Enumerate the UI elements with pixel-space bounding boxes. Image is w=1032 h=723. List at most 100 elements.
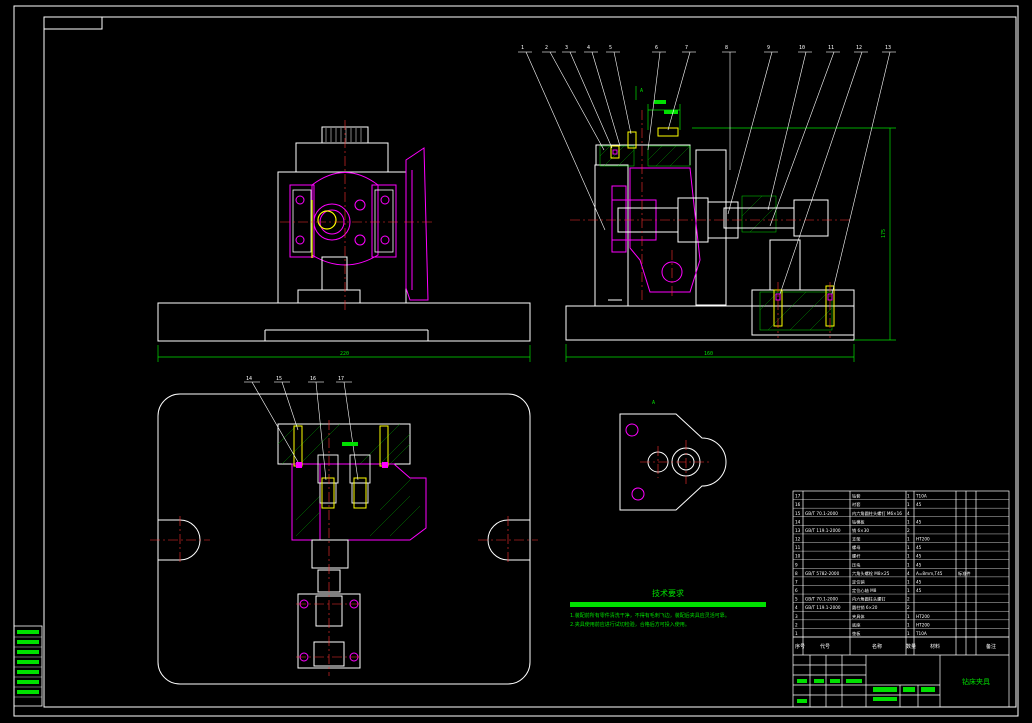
bom-cell-no: 4	[795, 605, 798, 610]
bom-cell-no: 2	[795, 622, 798, 627]
bom-cell-note: 标准件	[958, 570, 971, 577]
title-block-green-fields	[797, 679, 935, 703]
balloon-labels-top: 1 2 3 4 5 6 7 8 9 10 11 12 13	[521, 45, 891, 51]
balloon-14: 14	[246, 376, 252, 382]
bom-cell-name: 定位心轴 M8	[852, 587, 877, 594]
bom-header-name: 名称	[872, 643, 882, 650]
tech-line-2: 2.夹具使用前应进行试切检验，合格后方可投入使用。	[570, 621, 690, 628]
balloon-6: 6	[655, 45, 658, 51]
bom-cell-qty: 1	[907, 494, 910, 499]
bom-cell-name: 衬套	[852, 501, 861, 508]
side-width-dim: 160	[704, 351, 713, 357]
front-width-dim: 220	[340, 351, 349, 357]
bom-cell-qty: 1	[907, 554, 910, 559]
bom-cell-qty: 2	[907, 605, 910, 610]
side-view	[518, 51, 896, 362]
balloon-11: 11	[828, 45, 834, 51]
bom-cell-qty: 2	[907, 597, 910, 602]
bom-cell-no: 7	[795, 579, 798, 584]
bom-cell-no: 15	[795, 511, 801, 516]
balloon-16: 16	[310, 376, 316, 382]
bom-cell-mat: 45	[916, 519, 922, 524]
bom-cell-no: 9	[795, 562, 798, 567]
bom-cell-qty: 1	[907, 588, 910, 593]
bom-cell-code: GB/T 5782-2000	[805, 571, 840, 576]
bom-cell-mat: HT200	[916, 614, 930, 619]
tech-line-1: 1.装配前所有零件清洗干净，不得有毛刺飞边，装配后夹具应灵活可靠。	[570, 612, 730, 619]
balloon-10: 10	[799, 45, 805, 51]
bom-cell-qty: 1	[907, 614, 910, 619]
bom-cell-no: 3	[795, 614, 798, 619]
bom-cell-code: GB/T 70.1-2000	[805, 511, 838, 516]
bom-cell-mat: HT200	[916, 622, 930, 627]
bom-cell-qty: 1	[907, 545, 910, 550]
bom-cell-qty: 1	[907, 562, 910, 567]
left-stamp-table	[13, 625, 43, 707]
balloon-9: 9	[767, 45, 770, 51]
bom-cell-mat: 45	[916, 588, 922, 593]
bom-cell-mat: 45	[916, 562, 922, 567]
balloon-1: 1	[521, 45, 524, 51]
bom-cell-name: 六角头螺栓 M8×25	[852, 570, 890, 577]
bom-cell-no: 5	[795, 597, 798, 602]
bom-cell-name: 螺杆	[852, 553, 861, 560]
bom-cell-name: 支架	[852, 536, 860, 543]
front-view	[157, 120, 531, 362]
balloon-3: 3	[565, 45, 568, 51]
bom-cell-no: 8	[795, 571, 798, 576]
bom-cell-qty: 2	[907, 528, 910, 533]
bom-cell-mat: 45	[916, 554, 922, 559]
bom-header-no: 序号	[795, 643, 805, 650]
bom-cell-no: 16	[795, 502, 801, 507]
bom-cell-name: 压块	[852, 561, 861, 568]
bom-cell-qty: 1	[907, 579, 910, 584]
bom-cell-name: 内六角圆柱头螺钉	[852, 596, 886, 603]
bom-cell-qty: 1	[907, 502, 910, 507]
bom-cell-name: 销 6×30	[852, 527, 869, 534]
bom-cell-no: 11	[795, 545, 801, 550]
bom-cell-no: 10	[795, 554, 801, 559]
bom-cell-mat: 45	[916, 502, 922, 507]
balloon-8: 8	[725, 45, 728, 51]
view-a-detail	[619, 413, 727, 511]
view-arrow-label: A	[640, 88, 643, 94]
view-a-label: A	[652, 400, 655, 406]
bom-cell-name: 钻套	[852, 493, 861, 500]
balloon-labels-bottom: 14 15 16 17	[246, 376, 344, 382]
balloon-12: 12	[856, 45, 862, 51]
balloon-5: 5	[609, 45, 612, 51]
bom-cell-mat: T10A	[915, 494, 927, 499]
balloon-13: 13	[885, 45, 891, 51]
bom-cell-code: GB/T 119.1-2000	[805, 528, 841, 533]
bom-cell-name: 螺母	[852, 544, 860, 551]
balloon-7: 7	[685, 45, 688, 51]
bom-header: 序号 代号 名称 数量 材料 备注	[795, 643, 996, 650]
drawing-name: 钻床夹具	[962, 677, 990, 686]
bom-header-note: 备注	[986, 643, 996, 650]
bom-cell-name: 定位销	[852, 578, 865, 585]
plan-view	[150, 381, 538, 685]
bom-cell-name: 钻模板	[852, 518, 865, 525]
side-height-dim: 175	[881, 229, 887, 238]
balloon-4: 4	[587, 45, 590, 51]
bom-cell-qty: 4	[907, 511, 910, 516]
balloon-15: 15	[276, 376, 282, 382]
bom-header-mat: 材料	[930, 643, 940, 650]
balloon-2: 2	[545, 45, 548, 51]
bom-cell-qty: 1	[907, 519, 910, 524]
bom-cell-qty: 4	[907, 571, 910, 576]
bom-cell-name: 垫板	[852, 630, 861, 637]
bom-cell-no: 13	[795, 528, 801, 533]
bom-cell-name: 夹具体	[852, 613, 865, 620]
bom-cell-mat: HT200	[916, 537, 930, 542]
bom-cell-name: 底座	[852, 621, 860, 628]
bom-cell-name: 圆柱销 6×20	[852, 604, 878, 611]
tech-title: 技术要求	[652, 588, 684, 598]
bom-cell-mat: A=8mm,T45	[916, 571, 943, 576]
bom-cell-mat: 45	[916, 545, 922, 550]
bom-cell-mat: T10A	[915, 631, 927, 636]
bom-header-qty: 数量	[906, 643, 916, 650]
bom-cell-mat: 45	[916, 579, 922, 584]
